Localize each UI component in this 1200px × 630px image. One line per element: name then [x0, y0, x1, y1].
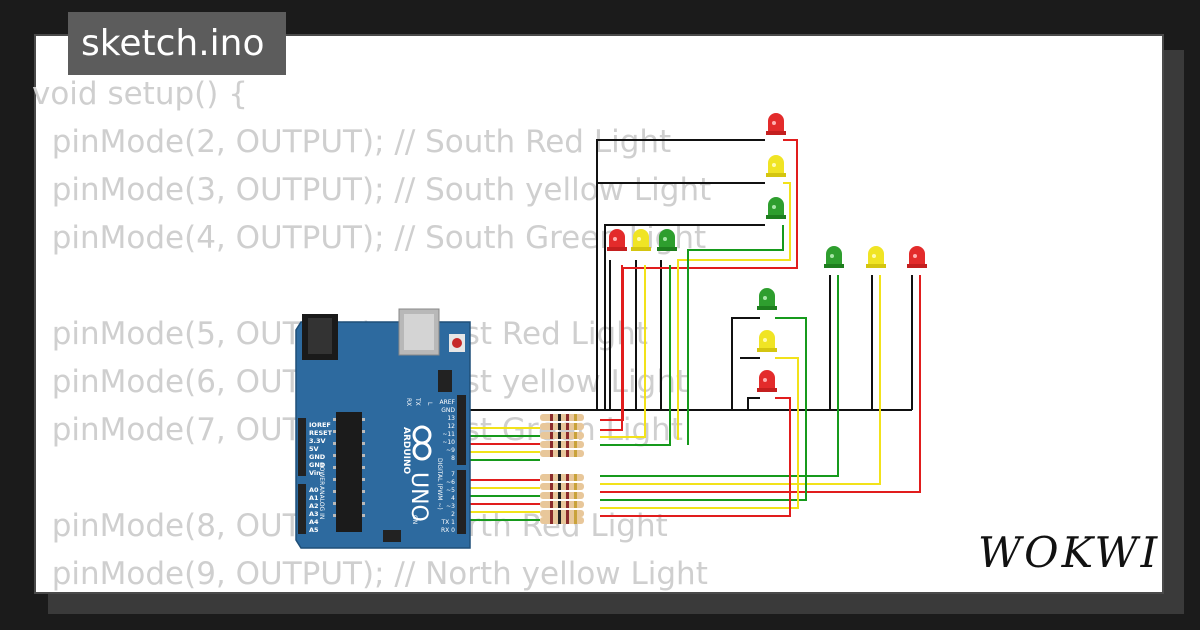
- code-line: pinMode(2, OUTPUT); // South Red Light: [32, 124, 672, 160]
- led-red: [766, 113, 786, 135]
- simulation-canvas[interactable]: [34, 34, 1164, 594]
- resistor: [540, 510, 584, 517]
- led-label-tx: TX: [414, 397, 421, 406]
- resistor-bank: [540, 414, 584, 524]
- led-label-l: L: [426, 402, 433, 406]
- ground-wire: [747, 397, 760, 410]
- digital-header: [457, 470, 466, 534]
- pin-label: AREF: [439, 399, 455, 406]
- led-label-rx: RX: [405, 398, 412, 406]
- wire-red: [600, 265, 623, 431]
- ground-wire: [596, 139, 765, 410]
- arduino-logo-icon: [412, 425, 432, 461]
- led-yellow: [766, 155, 786, 177]
- led-group: [607, 113, 927, 392]
- on-label: ON: [411, 515, 418, 524]
- wire-group: [460, 139, 921, 521]
- pin-label: 3.3V: [309, 437, 326, 445]
- digital-header: [457, 395, 466, 465]
- wire-green: [687, 225, 784, 445]
- pin-label: A5: [309, 526, 319, 534]
- resistor: [540, 414, 584, 421]
- pin-label: RX 0: [441, 527, 455, 534]
- ground-wire: [604, 224, 765, 410]
- pin-label: ~9: [446, 447, 455, 454]
- arduino-uno-board: ARDUINO UNO DIGITAL (PWM ~) POWER ANALOG…: [295, 308, 471, 549]
- wire-yellow: [677, 182, 791, 440]
- power-title: POWER: [318, 463, 325, 485]
- resistor: [540, 501, 584, 508]
- code-line: pinMode(9, OUTPUT); // North yellow Ligh…: [32, 556, 708, 592]
- board-brand: ARDUINO: [401, 427, 411, 475]
- power-header: [298, 418, 306, 476]
- wire-yellow: [600, 357, 799, 509]
- pin-label: GND: [309, 461, 326, 469]
- resistor: [540, 474, 584, 481]
- digital-label: DIGITAL (PWM ~): [436, 458, 443, 510]
- pin-label: 2: [451, 511, 455, 518]
- pin-label: IOREF: [309, 421, 331, 429]
- wire-green: [600, 265, 671, 446]
- pin-label: GND: [441, 407, 455, 414]
- led-green: [657, 229, 677, 251]
- pin-label: 8: [451, 455, 455, 462]
- resistor: [540, 450, 584, 457]
- led-yellow: [866, 246, 886, 268]
- pin-label: ~11: [442, 431, 455, 438]
- pin-label: ~6: [446, 479, 455, 486]
- pin-label: 4: [451, 495, 455, 502]
- led-red: [607, 229, 627, 251]
- file-tab[interactable]: sketch.ino: [68, 12, 286, 75]
- wokwi-logo[interactable]: WOKWI: [978, 528, 1161, 577]
- wire-green: [600, 275, 839, 477]
- pin-label: A4: [309, 518, 319, 526]
- wire-red: [600, 139, 798, 421]
- pin-label: ~3: [446, 503, 455, 510]
- pin-label: Vin: [309, 469, 321, 477]
- pin-label: 13: [447, 415, 455, 422]
- pin-label: ~5: [446, 487, 455, 494]
- pin-label: A1: [309, 494, 319, 502]
- resistor: [540, 441, 584, 448]
- pin-label: 7: [451, 471, 455, 478]
- wire-green: [600, 317, 807, 501]
- pin-label: A3: [309, 510, 319, 518]
- led-yellow: [631, 229, 651, 251]
- led-green: [824, 246, 844, 268]
- wire-yellow: [600, 265, 646, 438]
- led-red: [907, 246, 927, 268]
- ground-wires: [460, 139, 913, 411]
- code-line: void setup() {: [32, 76, 248, 112]
- led-yellow: [757, 330, 777, 352]
- pin-label: ~10: [442, 439, 455, 446]
- board-model: UNO: [406, 472, 431, 522]
- wire-red: [600, 397, 791, 517]
- resistor: [540, 492, 584, 499]
- resistor: [540, 517, 584, 524]
- led-green: [766, 197, 786, 219]
- pin-label: 5V: [309, 445, 319, 453]
- led-green: [757, 288, 777, 310]
- resistor: [540, 423, 584, 430]
- pin-label: RESET: [309, 429, 333, 437]
- pin-label: TX 1: [441, 519, 456, 526]
- resistor: [540, 483, 584, 490]
- analog-title: ANALOG IN: [318, 486, 325, 519]
- wire-red: [600, 275, 921, 493]
- wire-yellow: [600, 275, 881, 485]
- microcontroller-chip: [336, 412, 362, 532]
- pin-label: 12: [447, 423, 455, 430]
- pin-label: A2: [309, 502, 319, 510]
- analog-header: [298, 484, 306, 534]
- code-line: pinMode(3, OUTPUT); // South yellow Ligh…: [32, 172, 712, 208]
- pin-label: A0: [309, 486, 319, 494]
- pin-label: GND: [309, 453, 326, 461]
- ground-wire: [731, 317, 760, 410]
- resistor: [540, 432, 584, 439]
- led-red: [757, 370, 777, 392]
